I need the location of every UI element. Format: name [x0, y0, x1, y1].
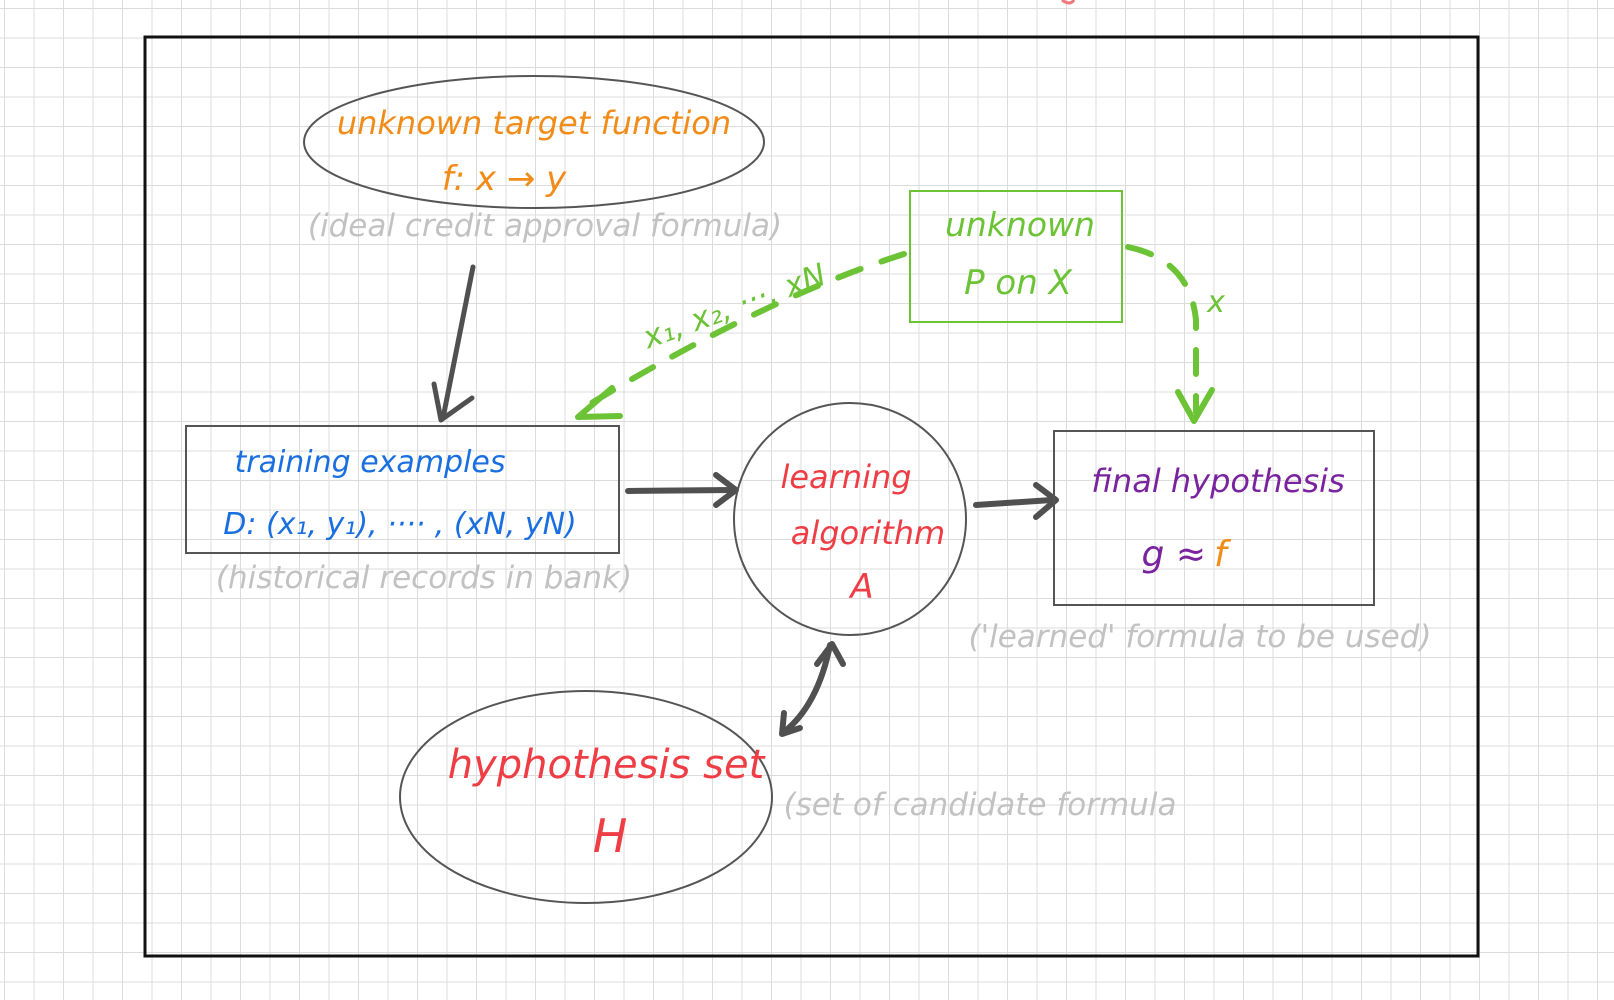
arrow-algorithm-to-final-head — [1033, 482, 1059, 520]
training-examples-note: (historical records in bank) — [216, 560, 632, 596]
arrow-algorithm-to-final — [973, 497, 1055, 508]
arrow-hypothesis-to-algorithm-head-bottom — [779, 710, 803, 737]
target-function-title: unknown target function — [337, 104, 731, 142]
learning-algorithm-symbol: A — [848, 567, 873, 607]
arrow-distribution-to-training-head — [575, 385, 623, 420]
arrow-target-to-training-head — [431, 381, 475, 423]
final-hypothesis-note: ('learned' formula to be used) — [969, 619, 1432, 655]
single-sample-label: x — [1206, 285, 1225, 320]
final-hypothesis-formula-f: f — [1214, 534, 1232, 575]
training-examples-box — [185, 425, 620, 554]
final-hypothesis-formula-g: g ≈ — [1142, 534, 1206, 575]
learning-algorithm-line2: algorithm — [791, 514, 945, 552]
final-hypothesis-box — [1053, 430, 1375, 606]
distribution-title: unknown — [945, 205, 1095, 244]
arrow-distribution-to-training — [577, 251, 907, 413]
outer-frame — [143, 35, 1480, 958]
red-scribble-mark — [1061, 0, 1076, 5]
training-examples-title: training examples — [234, 445, 505, 480]
samples-label: x₁, x₂, ···, xN — [637, 257, 830, 357]
arrow-training-to-algorithm — [625, 487, 735, 494]
hypothesis-set-ellipse — [399, 690, 773, 904]
hypothesis-set-symbol: H — [593, 809, 628, 863]
distribution-formula: P on X — [964, 263, 1072, 303]
hypothesis-set-title: hyphothesis set — [448, 742, 766, 788]
final-hypothesis-title: final hypothesis — [1091, 462, 1344, 500]
learning-algorithm-circle — [733, 402, 967, 636]
arrow-hypothesis-to-algorithm — [781, 642, 833, 735]
learning-algorithm-line1: learning — [780, 458, 911, 496]
target-function-note: (ideal credit approval formula) — [308, 208, 782, 244]
training-examples-formula: D: (x₁, y₁), ···· , (xN, yN) — [223, 507, 576, 542]
target-function-ellipse — [303, 75, 765, 209]
arrow-target-to-training — [440, 264, 476, 421]
distribution-box — [909, 190, 1123, 323]
arrow-hypothesis-to-algorithm-head-top — [814, 641, 846, 667]
arrow-training-to-algorithm-head — [713, 472, 739, 508]
hypothesis-set-note: (set of candidate formula — [784, 787, 1177, 823]
arrow-distribution-to-final-head — [1175, 387, 1215, 424]
target-function-formula: f: x → y — [442, 159, 567, 199]
arrow-distribution-to-final — [1125, 244, 1199, 415]
